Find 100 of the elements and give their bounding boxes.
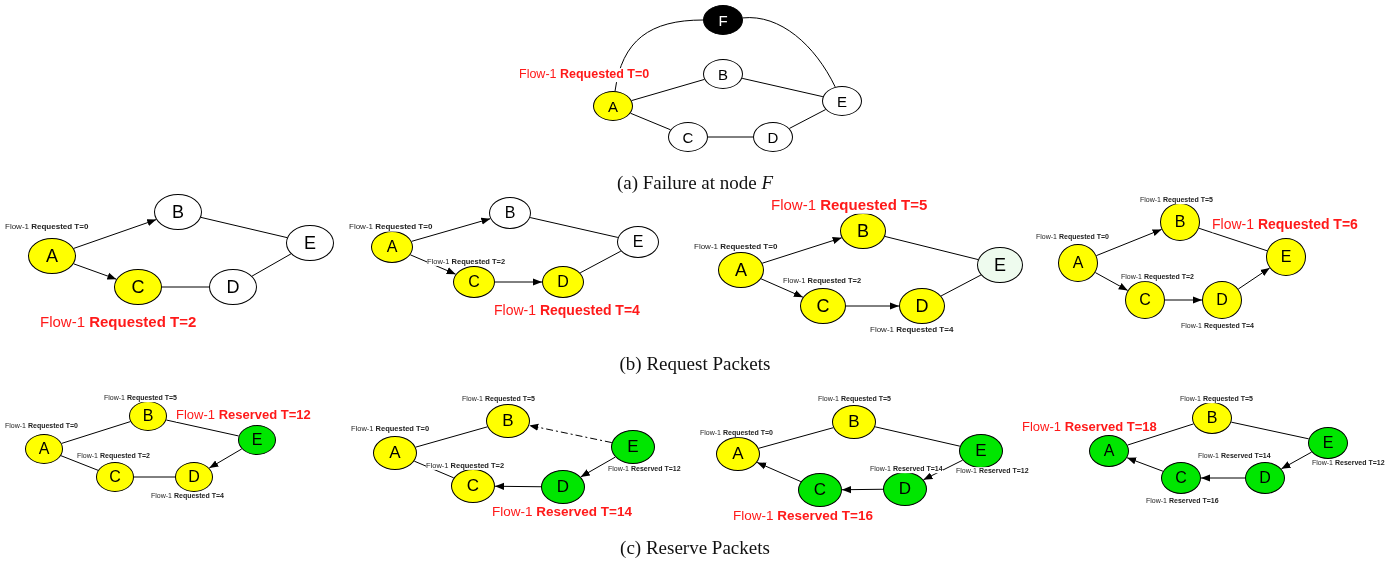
arrow (580, 456, 616, 478)
status-annotation: Flow-1 Requested T=0 (349, 222, 433, 232)
link-line (788, 109, 827, 129)
link-line (758, 427, 834, 449)
status-annotation: Flow-1 Requested T=6 (1212, 217, 1358, 233)
figure-caption: (c) Reserve Packets (620, 537, 770, 559)
network-node: C (800, 288, 846, 324)
arrow (528, 423, 613, 444)
link-line (60, 455, 99, 471)
network-node: D (175, 462, 213, 492)
arrow (845, 302, 900, 310)
network-node: C (453, 266, 495, 298)
arrow (841, 486, 884, 494)
status-annotation: Flow-1 Requested T=4 (870, 325, 954, 335)
link-line (1127, 423, 1194, 446)
figure-caption: (a) Failure at node F (616, 172, 774, 194)
network-node: C (668, 122, 708, 152)
link-line (529, 217, 619, 238)
network-node: C (451, 469, 495, 503)
network-node: B (486, 404, 530, 438)
link-line (200, 216, 288, 239)
network-node: D (1202, 281, 1242, 319)
network-node: E (1308, 427, 1348, 459)
network-node: B (832, 405, 876, 439)
network-node: D (899, 288, 945, 324)
link-line (614, 19, 704, 92)
link-line (874, 426, 961, 447)
network-node: C (798, 473, 842, 507)
network-node: E (611, 430, 655, 464)
network-node: D (209, 269, 257, 305)
arrow (761, 237, 843, 264)
network-node: B (129, 401, 167, 431)
link-line (61, 421, 131, 444)
link-line (251, 253, 292, 277)
network-node: E (1266, 238, 1306, 276)
network-node: A (25, 434, 63, 464)
network-node: A (373, 436, 417, 470)
figure-caption: (b) Request Packets (619, 353, 771, 375)
network-node: E (238, 425, 276, 455)
link-line (1198, 227, 1268, 252)
status-annotation: Flow-1 Requested T=0 (694, 242, 778, 252)
arrow (494, 278, 543, 286)
network-node: A (28, 238, 76, 274)
status-annotation: Flow-1 Reserved T=12 (176, 407, 311, 423)
arrow (73, 219, 157, 249)
arrow (1237, 267, 1271, 290)
network-node: A (716, 437, 760, 471)
network-node: B (154, 194, 202, 230)
network-node: D (1245, 462, 1285, 494)
arrow (73, 263, 117, 280)
link-line (161, 286, 210, 288)
link-line (742, 17, 836, 88)
network-node: B (489, 197, 531, 229)
network-node: E (822, 86, 862, 116)
link-line (630, 112, 671, 131)
network-node: A (718, 252, 764, 288)
network-node: D (753, 122, 793, 152)
arrow (1164, 296, 1203, 304)
arrow (922, 459, 964, 481)
arrow (1094, 272, 1129, 291)
network-node: E (617, 226, 659, 258)
network-node: A (1058, 244, 1098, 282)
link-line (579, 250, 622, 274)
arrow (756, 461, 802, 483)
network-node: C (1125, 281, 1165, 319)
network-node: A (593, 91, 633, 121)
arrow (208, 448, 243, 469)
network-node: C (96, 462, 134, 492)
network-node: E (286, 225, 334, 261)
network-node: B (1192, 402, 1232, 434)
link-line (631, 78, 705, 102)
status-annotation: Flow-1 Requested T=5 (771, 196, 928, 214)
status-annotation: Flow-1 Requested T=0 (519, 68, 650, 82)
network-node: B (840, 213, 886, 249)
link-line (165, 419, 240, 437)
network-node: D (883, 472, 927, 506)
network-node: E (977, 247, 1023, 283)
status-annotation: Flow-1 Requested T=2 (40, 313, 197, 331)
network-node: E (959, 434, 1003, 468)
link-line (415, 426, 488, 448)
arrow (1280, 451, 1313, 470)
status-annotation: Flow-1 Requested T=0 (5, 222, 89, 232)
network-node: D (542, 266, 584, 298)
arrow (760, 278, 804, 298)
arrow (1095, 228, 1163, 257)
network-node: A (371, 231, 413, 263)
link-line (707, 136, 754, 138)
network-node: A (1089, 435, 1129, 467)
link-line (1230, 421, 1310, 440)
network-node: B (703, 59, 743, 89)
link-line (741, 77, 824, 98)
status-annotation: Flow-1 Requested T=4 (494, 303, 640, 319)
network-node: D (541, 470, 585, 504)
link-line (884, 235, 979, 261)
network-node: F (703, 5, 743, 35)
link-line (133, 476, 176, 478)
arrow (411, 217, 491, 242)
network-node: B (1160, 203, 1200, 241)
arrow (1126, 457, 1164, 472)
arrow (494, 482, 542, 490)
